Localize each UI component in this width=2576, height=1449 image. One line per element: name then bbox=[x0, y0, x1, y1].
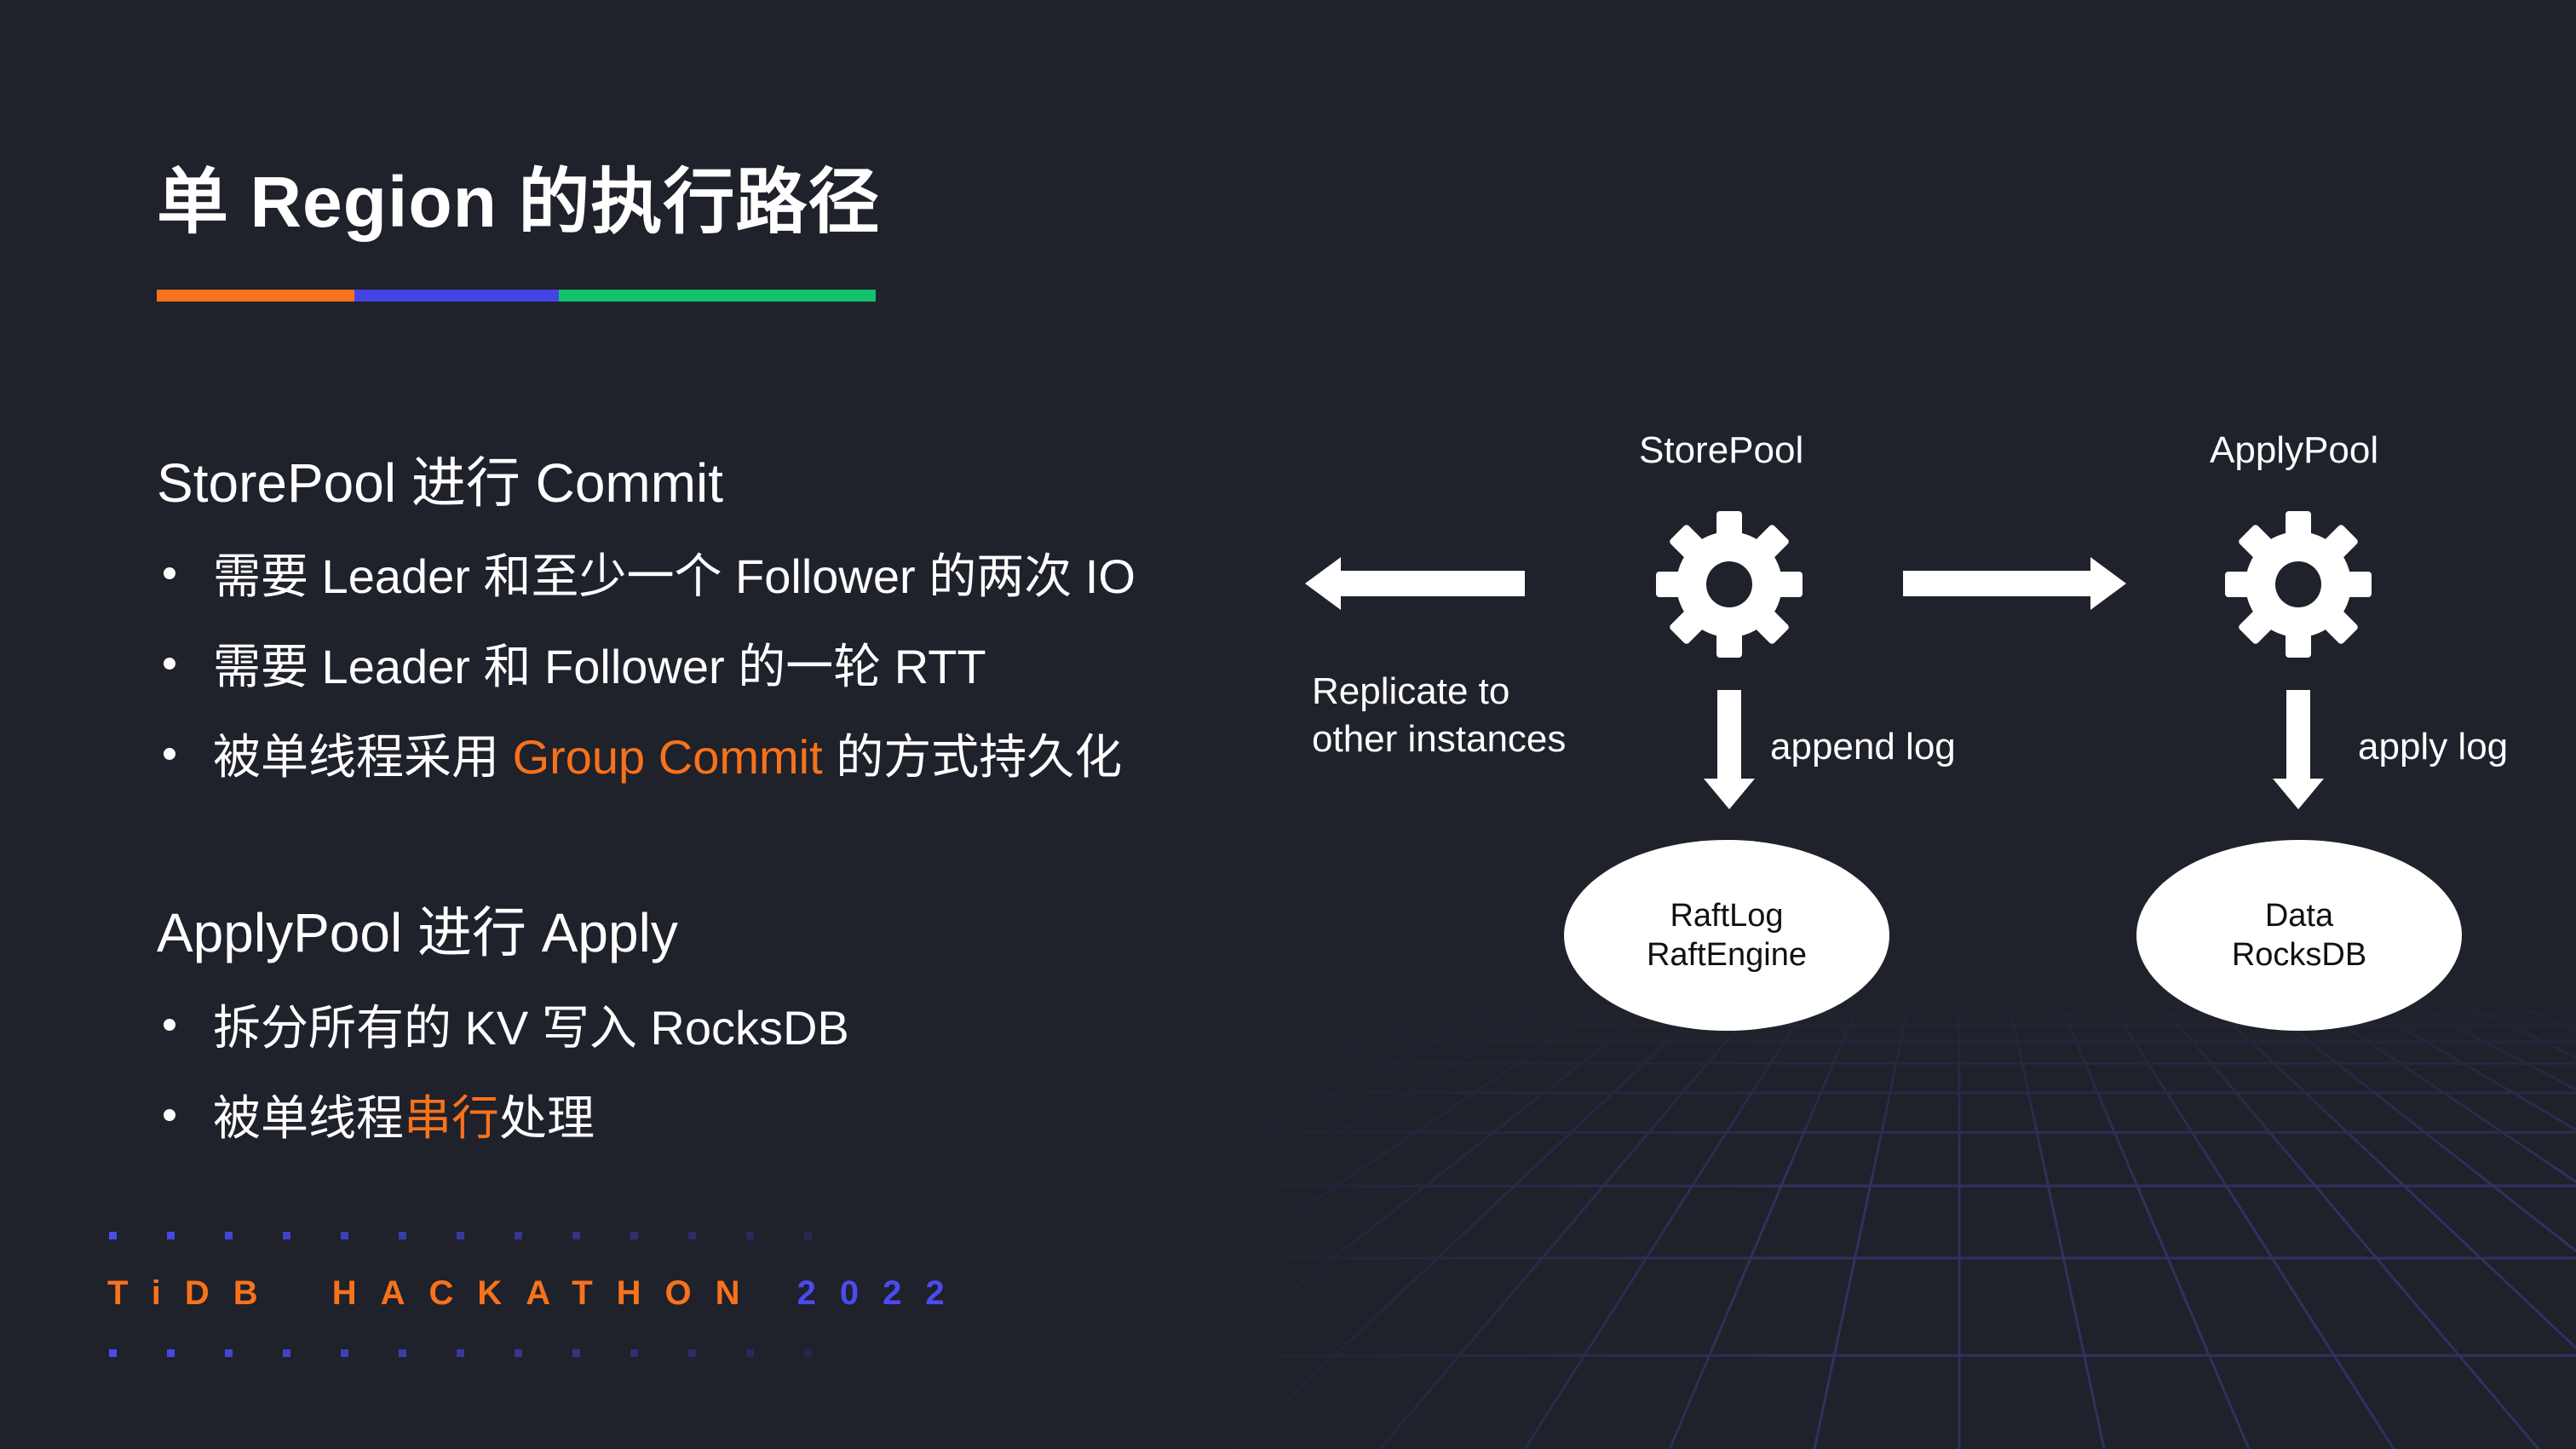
bullet-dot bbox=[164, 566, 175, 579]
logo-dot bbox=[746, 1232, 754, 1239]
apply-log-label: apply log bbox=[2358, 726, 2509, 768]
logo-dot bbox=[457, 1232, 464, 1239]
logo-dot bbox=[804, 1232, 812, 1239]
logo-dot bbox=[225, 1349, 233, 1357]
logo-dot bbox=[630, 1349, 638, 1357]
gear-tooth bbox=[1716, 511, 1742, 545]
page-title: 单 Region 的执行路径 bbox=[157, 162, 881, 242]
append-log-label: append log bbox=[1770, 726, 1956, 768]
gear-tooth bbox=[2286, 624, 2311, 658]
storepool-label: StorePool bbox=[1639, 429, 1804, 471]
logo-dot bbox=[572, 1232, 580, 1239]
gear-tooth bbox=[1749, 525, 1789, 565]
raftlog-line-2: RaftEngine bbox=[1646, 937, 1807, 973]
hackathon-logo: TiDB HACKATHON 2022 bbox=[107, 1274, 969, 1313]
logo-tidb: TiDB bbox=[107, 1274, 282, 1312]
gear-tooth bbox=[2318, 604, 2358, 644]
bullet-text: 需要 Leader 和至少一个 Follower 的两次 IO bbox=[213, 549, 1136, 603]
bullet-text: 需要 Leader 和 Follower 的一轮 RTT bbox=[213, 640, 986, 693]
logo-dots-top bbox=[109, 1232, 812, 1239]
bullet-item: 被单线程串行处理 bbox=[157, 1080, 595, 1149]
bullet-text: 被单线程采用 Group Commit 的方式持久化 bbox=[213, 719, 1122, 788]
bullet-item: 拆分所有的 KV 写入 RocksDB bbox=[157, 990, 849, 1059]
logo-dot bbox=[515, 1232, 522, 1239]
logo-dot bbox=[225, 1232, 233, 1239]
bullet-text: 拆分所有的 KV 写入 RocksDB bbox=[213, 1001, 849, 1055]
logo-dot bbox=[572, 1349, 580, 1357]
applypool-label: ApplyPool bbox=[2210, 429, 2379, 471]
gear-icon bbox=[1656, 511, 1803, 658]
gear-tooth bbox=[1749, 604, 1789, 644]
logo-dot bbox=[688, 1349, 696, 1357]
bullet-item: 被单线程采用 Group Commit 的方式持久化 bbox=[157, 719, 1122, 788]
replicate-line-2: other instances bbox=[1312, 718, 1567, 760]
arrow-right-icon bbox=[1903, 557, 2126, 610]
gear-tooth bbox=[1716, 624, 1742, 658]
arrow-down-icon bbox=[2273, 690, 2324, 809]
bullet-text-pre: 被单线程采用 bbox=[213, 730, 513, 784]
bullet-text: 被单线程串行处理 bbox=[213, 1080, 595, 1149]
logo-dot bbox=[399, 1232, 406, 1239]
gear-tooth bbox=[2239, 525, 2279, 565]
logo-dot bbox=[341, 1232, 348, 1239]
bullet-dot bbox=[164, 657, 175, 670]
logo-dot bbox=[804, 1349, 812, 1357]
underline-green bbox=[559, 290, 876, 302]
bullet-dot bbox=[164, 747, 175, 760]
bullet-highlight: Group Commit bbox=[512, 730, 823, 784]
logo-dot bbox=[167, 1232, 175, 1239]
bullet-dot bbox=[164, 1018, 175, 1031]
bullet-dot bbox=[164, 1108, 175, 1121]
underline-blue bbox=[354, 290, 559, 302]
logo-dot bbox=[746, 1349, 754, 1357]
arrow-left-icon bbox=[1305, 557, 1525, 610]
logo-dot bbox=[109, 1232, 117, 1239]
section-heading-applypool: ApplyPool 进行 Apply bbox=[157, 902, 678, 963]
logo-hackathon: HACKATHON bbox=[331, 1274, 764, 1312]
logo-dot bbox=[341, 1349, 348, 1357]
rocksdb-line-2: RocksDB bbox=[2231, 937, 2367, 973]
gear-tooth bbox=[2286, 511, 2311, 545]
raftlog-node: RaftLog RaftEngine bbox=[1564, 840, 1889, 1031]
gear-tooth bbox=[1670, 604, 1710, 644]
underline-orange bbox=[157, 290, 354, 302]
rocksdb-line-1: Data bbox=[2264, 898, 2334, 934]
gear-tooth bbox=[1656, 572, 1690, 597]
logo-dot bbox=[630, 1232, 638, 1239]
gear-tooth bbox=[2318, 525, 2358, 565]
logo-dot bbox=[283, 1232, 290, 1239]
logo-year: 2022 bbox=[796, 1274, 969, 1312]
logo-dot bbox=[515, 1349, 522, 1357]
replicate-label: Replicate to other instances bbox=[1312, 668, 1566, 763]
logo-dot bbox=[109, 1349, 117, 1357]
logo-dot bbox=[457, 1349, 464, 1357]
bullet-text-pre: 被单线程 bbox=[213, 1091, 404, 1145]
bullet-item: 需要 Leader 和至少一个 Follower 的两次 IO bbox=[157, 538, 1136, 607]
logo-dot bbox=[399, 1349, 406, 1357]
raftlog-line-1: RaftLog bbox=[1670, 898, 1784, 934]
title-underline bbox=[157, 290, 876, 302]
gear-tooth bbox=[1670, 525, 1710, 565]
bullet-text-post: 的方式持久化 bbox=[822, 730, 1123, 784]
bullet-highlight: 串行 bbox=[404, 1091, 499, 1145]
logo-dot bbox=[283, 1349, 290, 1357]
gear-tooth bbox=[2337, 572, 2372, 597]
logo-dots-bottom bbox=[109, 1349, 812, 1357]
arrow-down-icon bbox=[1704, 690, 1755, 809]
gear-tooth bbox=[2225, 572, 2259, 597]
gear-tooth bbox=[2239, 604, 2279, 644]
logo-dot bbox=[688, 1232, 696, 1239]
replicate-line-1: Replicate to bbox=[1312, 670, 1510, 712]
bullet-item: 需要 Leader 和 Follower 的一轮 RTT bbox=[157, 629, 986, 698]
gear-tooth bbox=[1768, 572, 1803, 597]
bullet-text-post: 处理 bbox=[499, 1091, 595, 1145]
gear-icon bbox=[2225, 511, 2372, 658]
rocksdb-node: Data RocksDB bbox=[2136, 840, 2462, 1031]
logo-dot bbox=[167, 1349, 175, 1357]
section-heading-storepool: StorePool 进行 Commit bbox=[157, 452, 724, 514]
